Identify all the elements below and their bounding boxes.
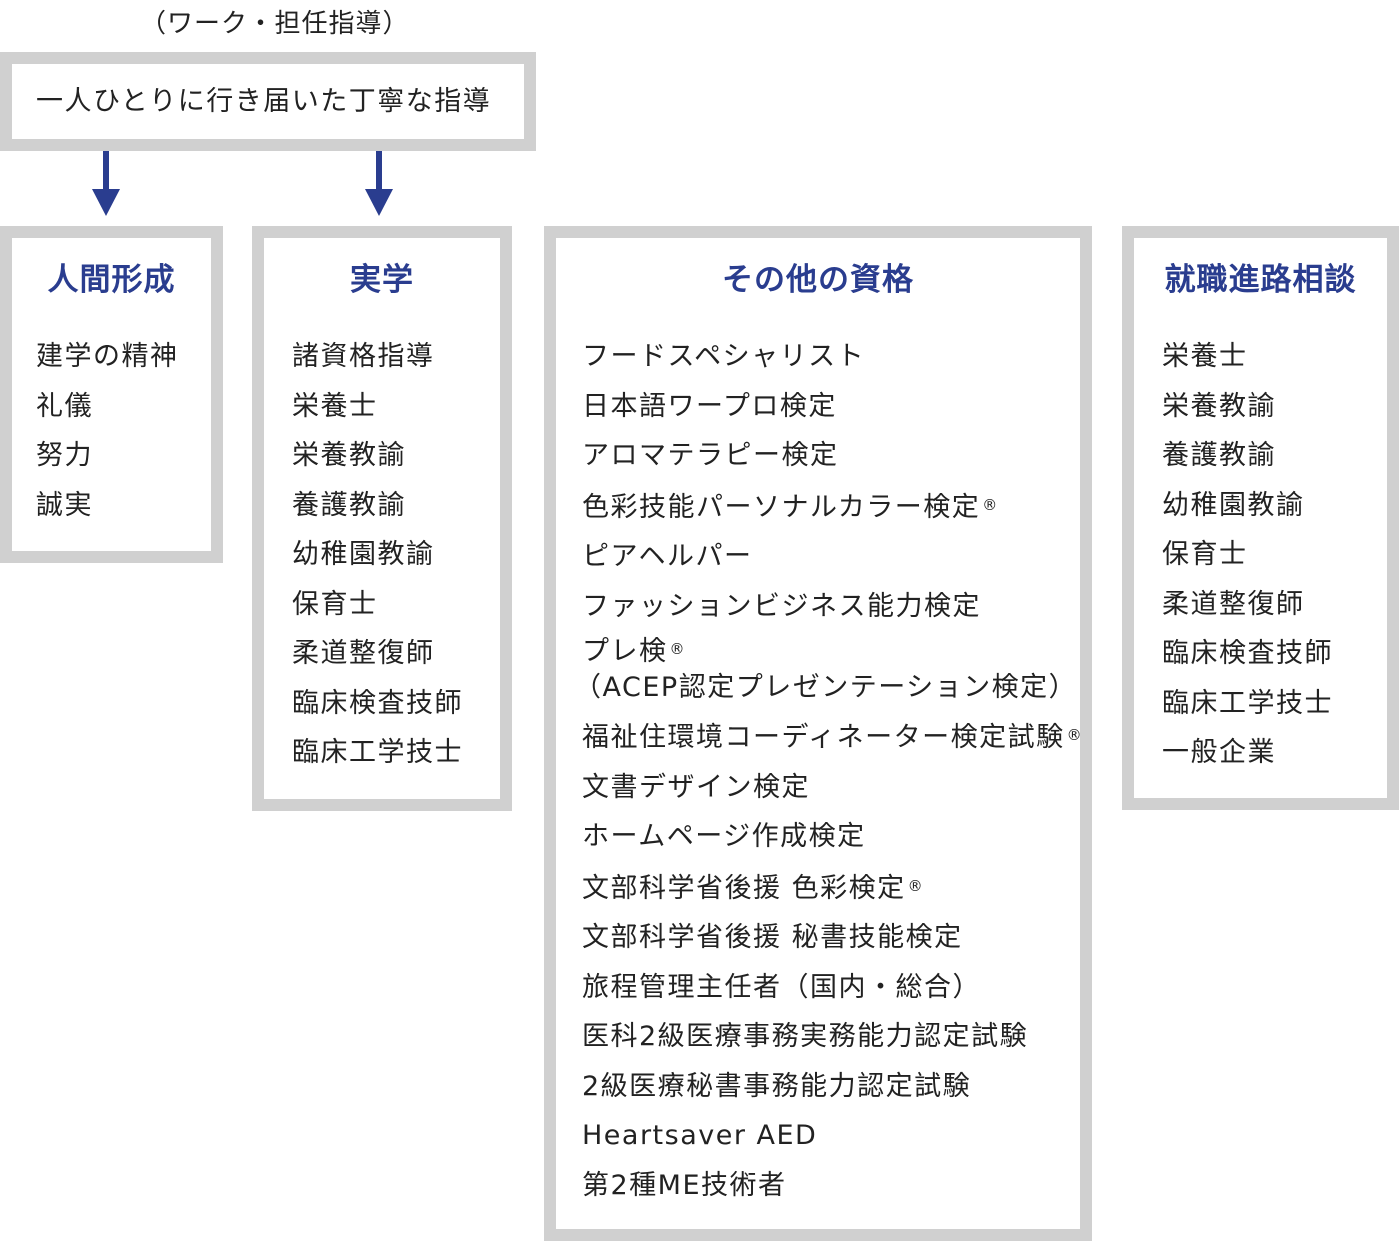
box-jitsugaku: 実学 諸資格指導 栄養士 栄養教諭 養護教諭 幼稚園教諭 保育士 柔道整復師 臨… xyxy=(252,226,512,811)
list-item: 保育士 xyxy=(1162,539,1248,570)
registered-mark: ® xyxy=(669,640,685,658)
list-item: 文部科学省後援 秘書技能検定 xyxy=(582,922,963,953)
registered-mark: ® xyxy=(1066,726,1082,744)
box-career-consulting: 就職進路相談 栄養士 栄養教諭 養護教諭 幼稚園教諭 保育士 柔道整復師 臨床検… xyxy=(1122,226,1399,810)
guidance-caption: （ワーク・担任指導） xyxy=(140,9,410,39)
list-item: 養護教諭 xyxy=(292,489,406,521)
item-list: 栄養士 栄養教諭 養護教諭 幼稚園教諭 保育士 柔道整復師 臨床検査技師 臨床工… xyxy=(1162,332,1333,778)
flow-arrows xyxy=(92,151,393,216)
list-item: 柔道整復師 xyxy=(292,638,435,669)
list-item: 栄養士 xyxy=(1162,341,1248,372)
box-title: 実学 xyxy=(350,262,414,298)
item-text: 色彩技能パーソナルカラー検定 xyxy=(582,491,981,523)
box-ningen-keisei: 人間形成 建学の精神 礼儀 努力 誠実 xyxy=(0,226,223,563)
list-item: 栄養教諭 xyxy=(1162,390,1276,422)
registered-mark: ® xyxy=(907,876,923,895)
list-item: 保育士 xyxy=(292,588,378,620)
list-item: 臨床検査技師 xyxy=(292,687,463,719)
item-text: プレ検 xyxy=(582,636,668,667)
box-other-qualifications: その他の資格 フードスペシャリスト 日本語ワープロ検定 アロマテラピー検定 色彩… xyxy=(544,226,1092,1241)
list-item: 礼儀 xyxy=(36,390,93,422)
list-item: ホームページ作成検定 xyxy=(582,821,866,852)
list-item: 誠実 xyxy=(36,489,93,521)
guidance-text: 一人ひとりに行き届いた丁寧な指導 xyxy=(36,86,492,117)
list-item: 臨床工学技士 xyxy=(1162,687,1333,719)
list-item: Heartsaver AED xyxy=(582,1120,818,1151)
registered-mark: ® xyxy=(982,495,998,514)
item-subtext: （ACEP認定プレゼンテーション検定） xyxy=(574,672,1078,703)
box-title: 人間形成 xyxy=(47,262,176,298)
list-item: 第2種ME技術者 xyxy=(582,1169,787,1201)
box-title: その他の資格 xyxy=(722,262,914,298)
arrow-to-jitsugaku xyxy=(365,151,393,216)
list-item: 努力 xyxy=(36,440,93,471)
list-item: 旅程管理主任者（国内・総合） xyxy=(582,971,981,1003)
list-item: 栄養教諭 xyxy=(292,440,406,471)
list-item: 建学の精神 xyxy=(36,341,179,372)
guidance-box: 一人ひとりに行き届いた丁寧な指導 xyxy=(0,52,536,151)
item-text: 文部科学省後援 色彩検定 xyxy=(582,872,906,904)
list-item: プレ検® （ACEP認定プレゼンテーション検定） xyxy=(574,631,1082,711)
list-item: 栄養士 xyxy=(292,390,378,422)
list-item: ファッションビジネス能力検定 xyxy=(582,590,981,622)
box-title: 就職進路相談 xyxy=(1164,262,1357,298)
list-item: 幼稚園教諭 xyxy=(292,539,435,570)
list-item: 幼稚園教諭 xyxy=(1162,489,1305,521)
list-item: 諸資格指導 xyxy=(292,341,435,372)
list-item: フードスペシャリスト xyxy=(582,341,866,372)
arrow-to-ningen-keisei xyxy=(92,151,120,216)
list-item: 柔道整復師 xyxy=(1162,588,1305,620)
list-item: 臨床検査技師 xyxy=(1162,638,1333,669)
list-item: 2級医療秘書事務能力認定試験 xyxy=(582,1070,972,1102)
list-item: ピアヘルパー xyxy=(582,541,753,572)
item-list: 建学の精神 礼儀 努力 誠実 xyxy=(36,332,179,530)
list-item: 医科2級医療事務実務能力認定試験 xyxy=(582,1021,1029,1052)
item-text: 福祉住環境コーディネーター検定試験 xyxy=(582,722,1065,753)
list-item: アロマテラピー検定 xyxy=(582,440,839,471)
list-item: 日本語ワープロ検定 xyxy=(582,390,837,422)
list-item: 色彩技能パーソナルカラー検定® xyxy=(582,481,1082,533)
list-item: 文書デザイン検定 xyxy=(582,771,810,803)
list-item: 一般企業 xyxy=(1162,737,1276,768)
list-item: 福祉住環境コーディネーター検定試験® xyxy=(582,711,1082,763)
item-list: 諸資格指導 栄養士 栄養教諭 養護教諭 幼稚園教諭 保育士 柔道整復師 臨床検査… xyxy=(292,332,463,778)
list-item: 臨床工学技士 xyxy=(292,737,463,768)
list-item: 養護教諭 xyxy=(1162,440,1276,471)
item-list: フードスペシャリスト 日本語ワープロ検定 アロマテラピー検定 色彩技能パーソナル… xyxy=(574,332,1082,1210)
list-item: 文部科学省後援 色彩検定® xyxy=(582,862,1082,914)
